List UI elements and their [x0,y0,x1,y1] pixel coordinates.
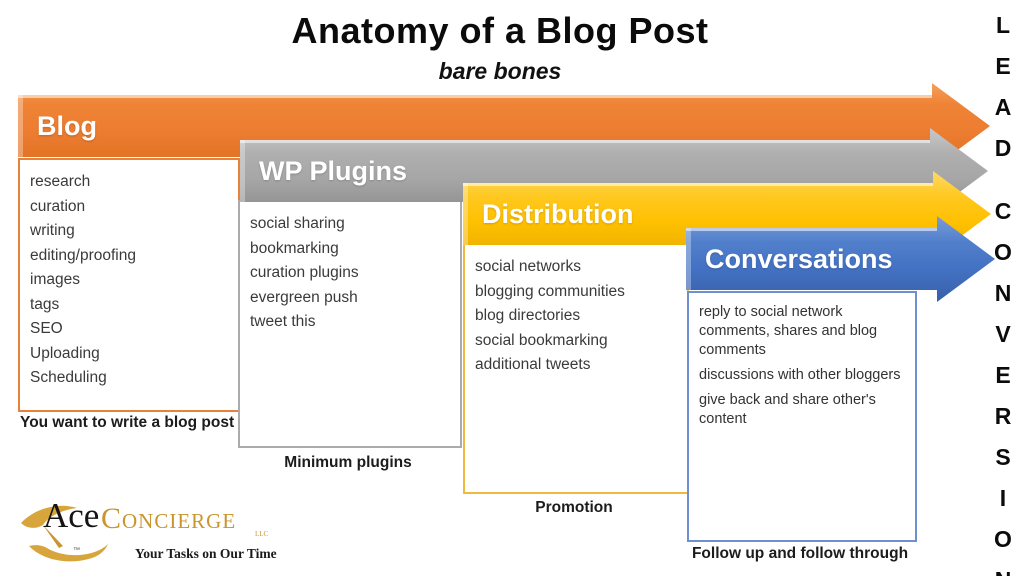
list-item: additional tweets [475,356,591,373]
distribution-caption: Promotion [535,499,613,516]
conversations-caption: Follow up and follow through [691,545,909,562]
list-item: tags [30,295,60,313]
blog-items-list: research curation writing editing/proofi… [20,160,238,391]
blog-items-box: research curation writing editing/proofi… [18,158,240,412]
side-word-conversion: CONVERSION [990,198,1016,576]
conversations-items-list: reply to social network comments, shares… [689,293,915,429]
list-item: images [30,271,80,288]
arrow-label-wp-plugins: WP Plugins [259,155,408,186]
arrow-label-conversations: Conversations [705,243,893,274]
list-item: evergreen push [250,288,358,306]
wp-plugins-caption: Minimum plugins [284,454,412,471]
list-item: research [30,173,91,190]
list-item: discussions with other bloggers [699,367,901,383]
wp-plugins-items-list: social sharing bookmarking curation plug… [240,202,460,335]
logo-llc: LLC [255,530,269,538]
arrow-label-distribution: Distribution [482,198,634,229]
list-item: tweet this [250,313,316,330]
conversations-items-box: reply to social network comments, shares… [687,291,917,542]
arrow-banner-conversations: Conversations [686,216,995,302]
logo-tagline: Your Tasks on Our Time [135,546,277,561]
distribution-items-list: social networks blogging communities blo… [465,245,687,378]
list-item: writing [30,222,75,239]
list-item: give back and share other's content [699,392,876,427]
list-item: social bookmarking [475,331,608,349]
list-item: reply to social network comments, shares… [699,304,878,358]
list-item: social sharing [250,215,345,232]
blog-caption: You want to write a blog post [20,414,235,431]
ace-concierge-logo: Ace ™ Concierge LLC Your Tasks on Our Ti… [15,494,277,570]
side-word-lead: LEAD [990,12,1016,176]
logo-name-ace: Ace [43,496,100,535]
list-item: Uploading [30,344,100,362]
logo-swoosh-icon [21,505,108,562]
logo-trademark: ™ [73,547,80,554]
logo-name-concierge: Concierge [101,502,237,535]
list-item: bookmarking [250,239,339,257]
list-item: social networks [475,258,581,275]
list-item: Scheduling [30,369,107,386]
list-item: blogging communities [475,282,625,300]
list-item: blog directories [475,307,581,324]
list-item: SEO [30,320,63,337]
list-item: editing/proofing [30,246,136,264]
arrow-label-blog: Blog [37,110,97,141]
page-title: Anatomy of a Blog Post [291,10,709,51]
list-item: curation plugins [250,264,359,281]
list-item: curation [30,197,86,215]
distribution-items-box: social networks blogging communities blo… [463,243,689,494]
page-subtitle: bare bones [438,58,562,84]
wp-plugins-items-box: social sharing bookmarking curation plug… [238,200,462,448]
